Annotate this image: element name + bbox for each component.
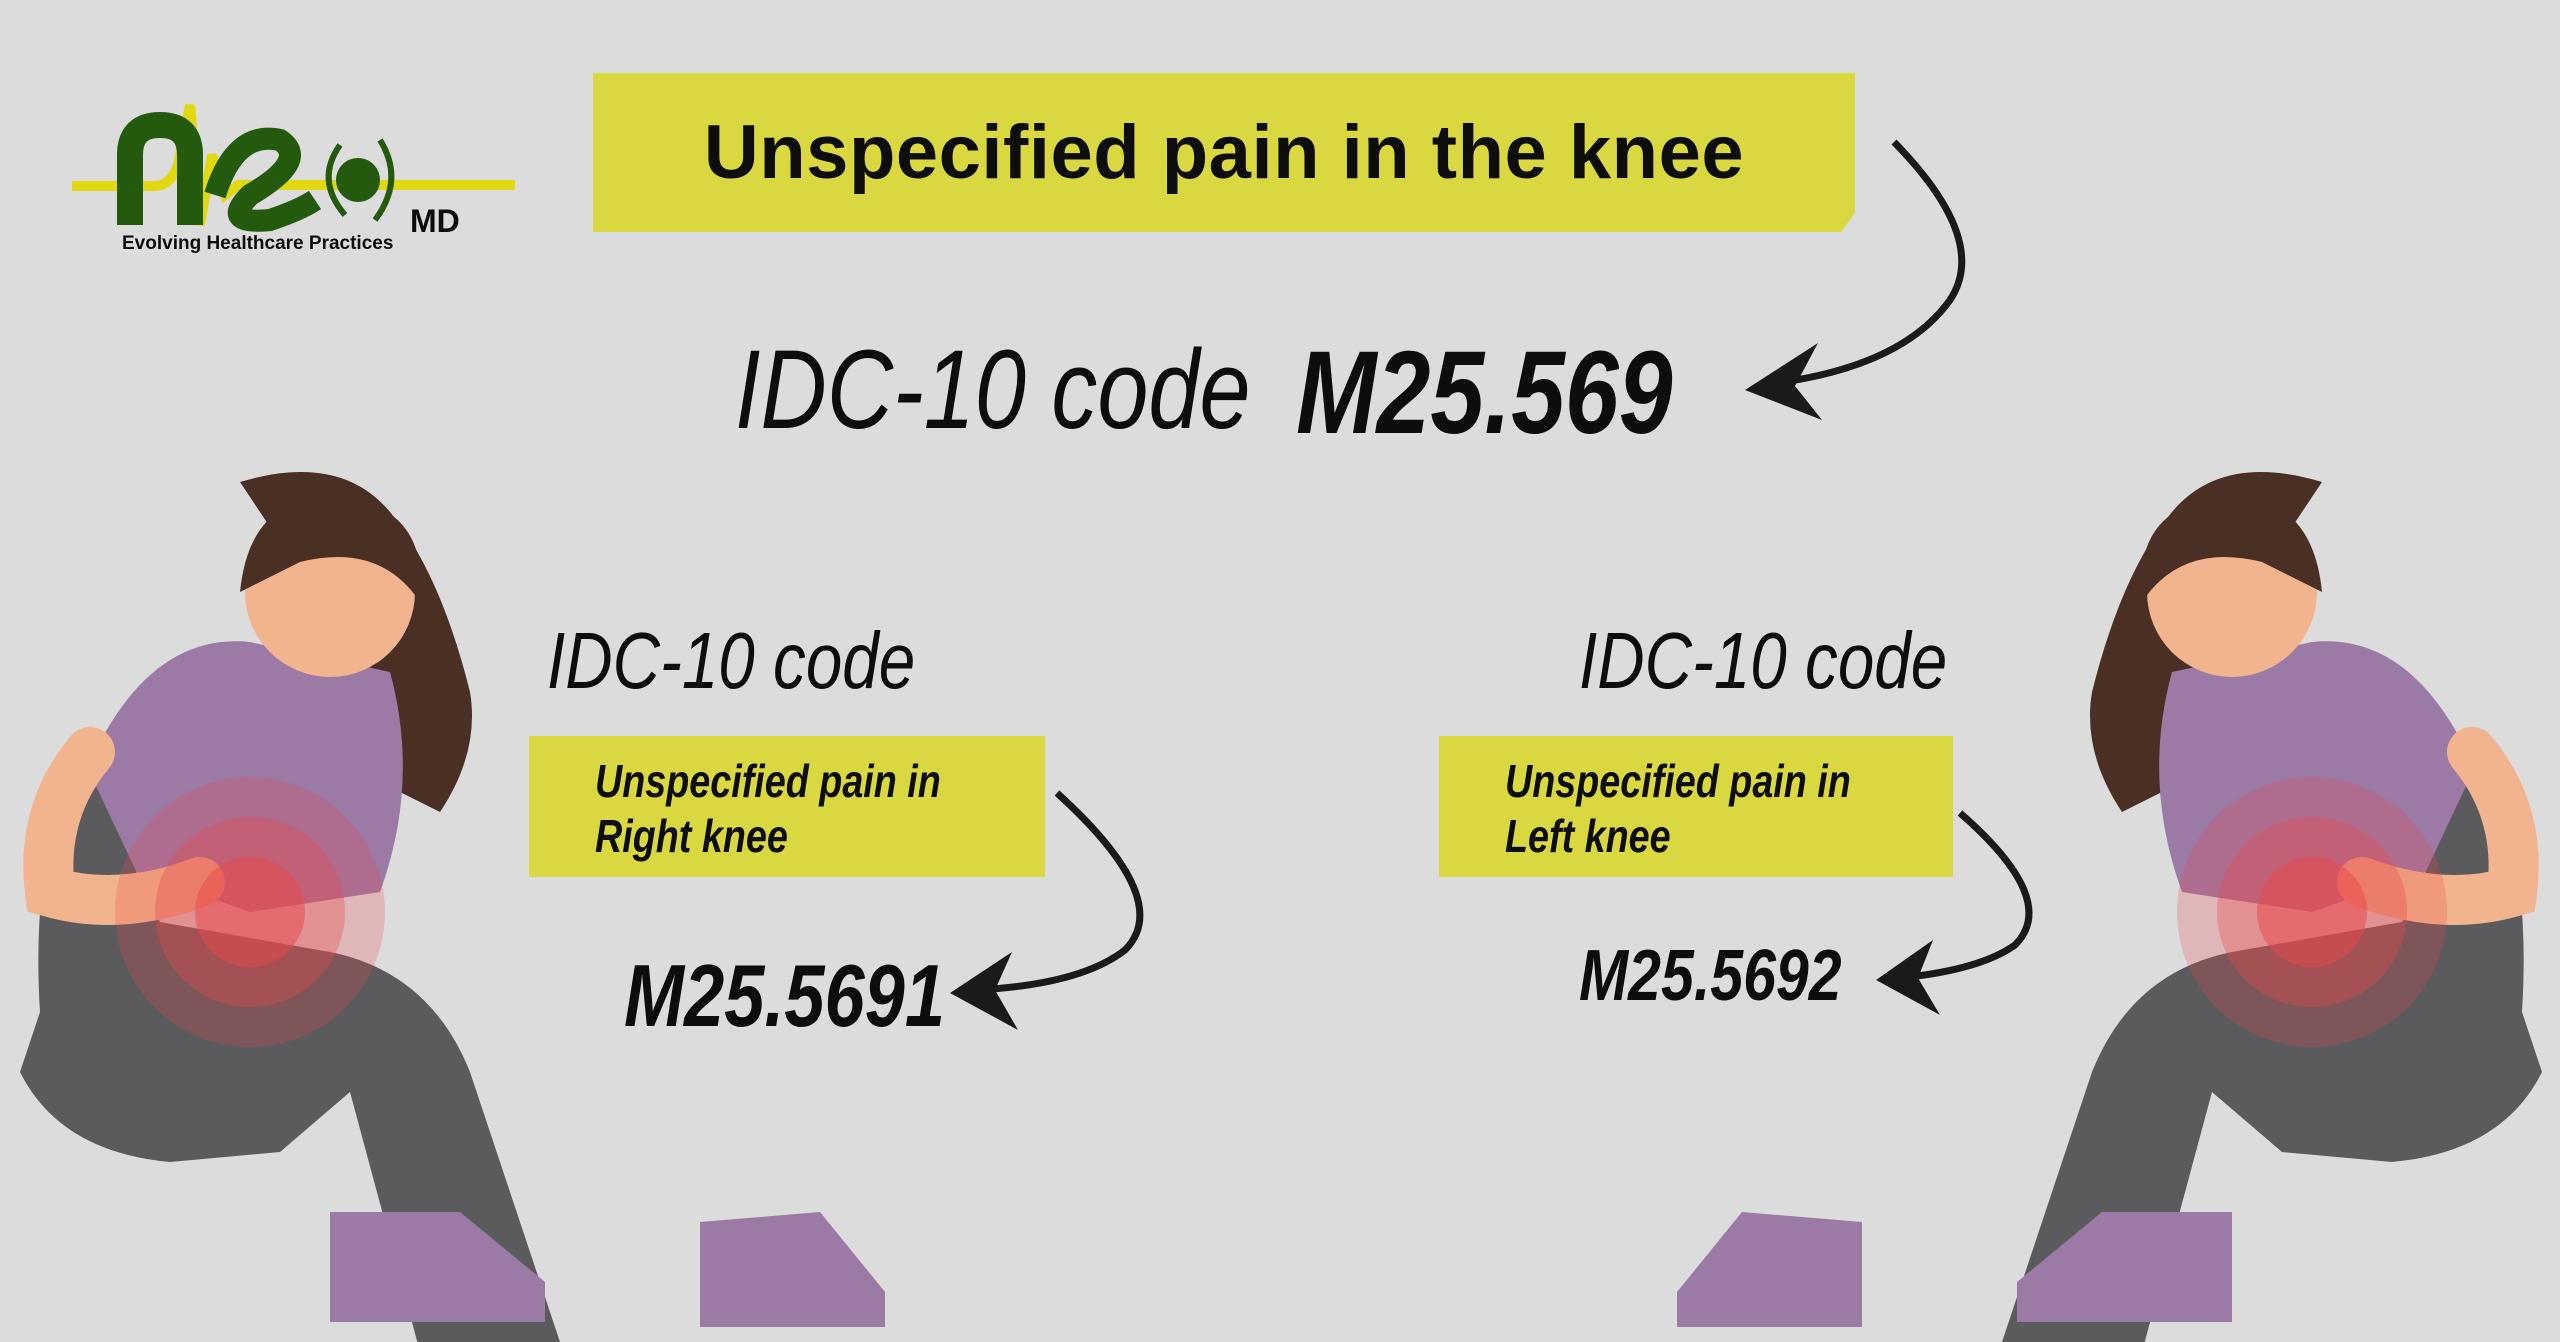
left-knee-arrowhead-icon (1876, 940, 1940, 1015)
right-knee-arrow-icon (974, 790, 1144, 994)
logo-md: MD (410, 203, 460, 239)
woman-knee-pain-illustration-left (20, 472, 885, 1342)
main-code: M25.569 (1296, 327, 1673, 459)
left-knee-code: M25.5692 (1579, 936, 1842, 1016)
left-knee-line2: Left knee (1505, 810, 1671, 862)
page-title: Unspecified pain in the knee (703, 110, 1745, 195)
left-knee-arrow-icon (1899, 810, 2033, 982)
main-arrow-icon (1759, 139, 1966, 389)
right-knee-code: M25.5691 (624, 946, 945, 1045)
left-knee-label: IDC-10 code (1579, 616, 1948, 705)
left-knee-line1: Unspecified pain in (1505, 755, 1851, 807)
logo-graphic (72, 104, 515, 232)
title-banner: Unspecified pain in the knee (593, 73, 1855, 232)
neomd-logo: MD Evolving Healthcare Practices neo (60, 85, 530, 260)
logo-tagline: Evolving Healthcare Practices (122, 233, 394, 254)
woman-knee-pain-illustration-right (1672, 452, 2560, 1342)
main-arrowhead-icon (1745, 343, 1822, 420)
right-knee-line1: Unspecified pain in (595, 755, 941, 807)
right-knee-line2: Right knee (595, 810, 788, 862)
main-code-label: IDC-10 code (735, 327, 1251, 452)
right-knee-arrowhead-icon (950, 952, 1018, 1030)
right-knee-label: IDC-10 code (547, 616, 916, 705)
